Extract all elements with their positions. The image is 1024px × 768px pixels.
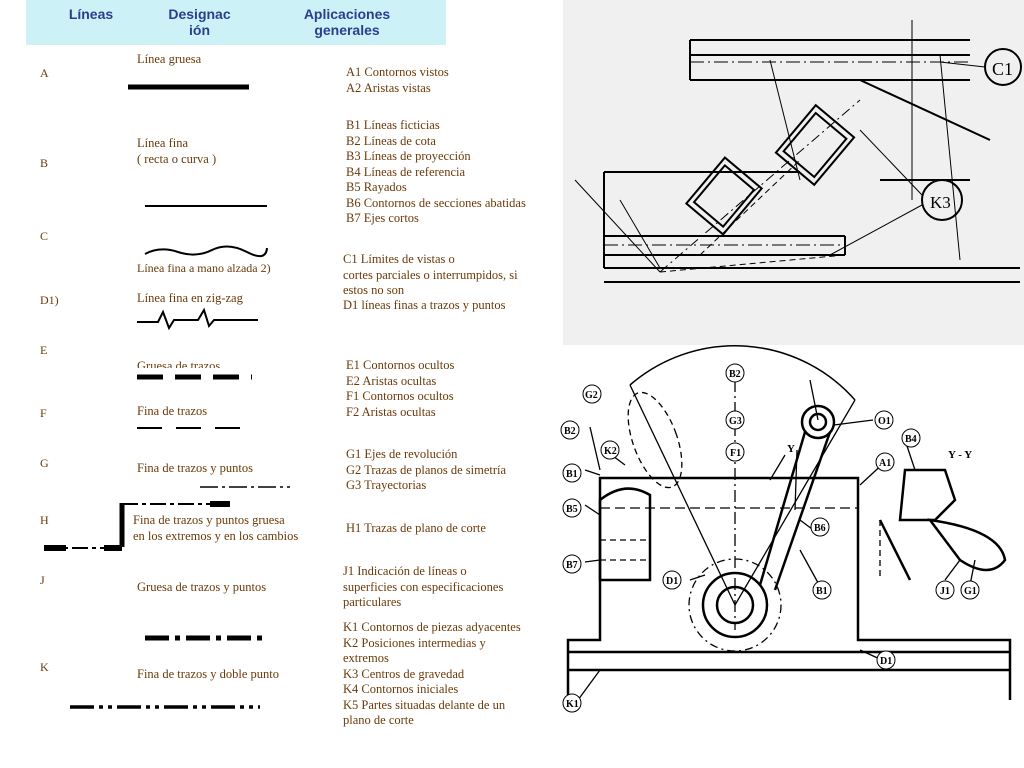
label-g2: G2: [585, 390, 598, 401]
label-d1-left: D1: [666, 576, 678, 587]
designation-g: Fina de trazos y puntos: [137, 461, 253, 475]
label-k1: K1: [566, 699, 579, 710]
label-y: Y: [787, 443, 795, 455]
label-b1-right: B1: [816, 586, 828, 597]
label-d1-right: D1: [880, 656, 892, 667]
label-j1: J1: [940, 586, 950, 597]
designation-d: Línea fina en zig-zag: [137, 291, 243, 305]
row-letter-e: E: [40, 343, 48, 357]
applications-d: D1 líneas finas a trazos y puntos: [343, 298, 506, 312]
header-lineas: Líneas: [68, 6, 114, 22]
line-samples: [44, 84, 290, 709]
label-g1: G1: [964, 586, 977, 597]
label-b6: B6: [814, 523, 826, 534]
label-k2: K2: [604, 446, 617, 457]
row-letter-a: A: [40, 66, 49, 80]
applications-g: G1 Ejes de revolución G2 Trazas de plano…: [346, 447, 507, 492]
label-c1: C1: [992, 59, 1013, 79]
label-b1-left: B1: [566, 469, 578, 480]
header-designacion: Designac ión: [168, 6, 231, 38]
designation-h: Fina de trazos y puntos gruesa en los ex…: [133, 513, 299, 543]
designation-f: Fina de trazos: [137, 404, 208, 418]
label-b7: B7: [566, 560, 578, 571]
label-a1: A1: [879, 458, 891, 469]
row-letter-f: F: [40, 406, 47, 420]
label-b4: B4: [905, 434, 917, 445]
row-letter-g: G: [40, 456, 49, 470]
applications-h: H1 Trazas de plano de corte: [346, 521, 486, 535]
row-letter-b: B: [40, 156, 49, 170]
sample-dash-dot-thick-ends-line: [44, 501, 230, 551]
label-f1: F1: [730, 448, 741, 459]
designation-c: Línea fina a mano alzada 2): [137, 261, 271, 275]
applications-b: B1 Líneas ficticias B2 Líneas de cota B3…: [346, 118, 526, 225]
row-letter-d: D1): [40, 293, 59, 307]
label-k3: K3: [930, 193, 951, 212]
designation-a: Línea gruesa: [137, 52, 202, 66]
label-b2-left: B2: [564, 426, 576, 437]
label-g3: G3: [729, 416, 742, 427]
row-letter-j: J: [40, 573, 45, 587]
designation-j: Gruesa de trazos y puntos: [137, 580, 267, 594]
header-aplicaciones: Aplicaciones generales: [303, 6, 391, 38]
label-yy: Y - Y: [948, 449, 972, 461]
label-o1: O1: [878, 416, 891, 427]
designation-k: Fina de trazos y doble punto: [137, 667, 279, 681]
applications-j: J1 Indicación de líneas o superficies co…: [343, 564, 504, 609]
row-letter-h: H: [40, 513, 49, 527]
label-b2-top: B2: [729, 369, 741, 380]
applications-f: F1 Contornos ocultos F2 Aristas ocultas: [346, 389, 454, 419]
table-header: Líneas Designac ión Aplicaciones general…: [26, 0, 446, 45]
sample-zigzag-line: [137, 307, 258, 331]
applications-k: K1 Contornos de piezas adyacentes K2 Pos…: [343, 620, 521, 727]
designation-e: Gruesa de trazos: [137, 359, 221, 368]
label-b5: B5: [566, 504, 578, 515]
designation-b: Línea fina ( recta o curva ): [137, 136, 217, 166]
row-letter-c: C: [40, 229, 49, 243]
applications-c: C1 Límites de vistas o cortes parciales …: [343, 252, 518, 297]
applications-e: E1 Contornos ocultos E2 Aristas ocultas: [346, 358, 455, 388]
sample-freehand-line: [144, 245, 268, 258]
row-letter-k: K: [40, 660, 49, 674]
applications-a: A1 Contornos vistos A2 Aristas vistas: [346, 65, 449, 95]
